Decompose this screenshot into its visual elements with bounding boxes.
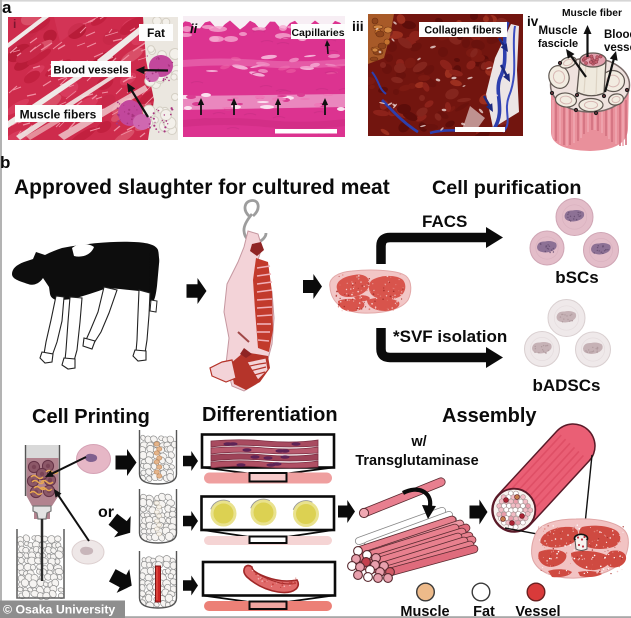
svg-text:bADSCs: bADSCs [532, 376, 600, 395]
svg-text:iii: iii [352, 18, 364, 34]
svg-text:Assembly: Assembly [442, 405, 537, 427]
svg-text:vessel: vessel [604, 42, 631, 54]
svg-text:bSCs: bSCs [555, 268, 598, 287]
svg-text:or: or [98, 504, 114, 521]
svg-text:Fat: Fat [473, 604, 495, 618]
svg-text:Muscle fibers: Muscle fibers [20, 108, 97, 122]
svg-text:Cell purification: Cell purification [432, 177, 581, 199]
svg-text:*SVF isolation: *SVF isolation [393, 327, 507, 346]
svg-text:Differentiation: Differentiation [202, 404, 338, 426]
svg-text:b: b [0, 153, 10, 172]
svg-text:iv: iv [527, 14, 539, 29]
svg-text:Muscle: Muscle [400, 604, 449, 618]
svg-text:Cell Printing: Cell Printing [32, 406, 150, 428]
svg-text:Muscle: Muscle [539, 25, 578, 37]
svg-text:Approved slaughter for culture: Approved slaughter for cultured meat [14, 176, 390, 199]
svg-text:Collagen fibers: Collagen fibers [424, 25, 501, 37]
svg-text:Blood vessels: Blood vessels [53, 65, 128, 77]
svg-text:Blood: Blood [604, 29, 631, 41]
svg-text:Fat: Fat [147, 26, 165, 40]
svg-text:Vessel: Vessel [515, 604, 560, 618]
svg-text:fascicle: fascicle [538, 38, 578, 50]
svg-text:i: i [13, 17, 16, 31]
svg-text:ii: ii [190, 21, 198, 36]
svg-text:w/: w/ [410, 434, 426, 450]
svg-text:© Osaka University: © Osaka University [3, 603, 115, 617]
svg-text:a: a [2, 0, 12, 17]
svg-text:Transglutaminase: Transglutaminase [355, 453, 478, 469]
svg-text:Muscle fiber: Muscle fiber [562, 8, 622, 19]
svg-text:FACS: FACS [422, 212, 467, 231]
svg-text:Capillaries: Capillaries [291, 27, 344, 39]
